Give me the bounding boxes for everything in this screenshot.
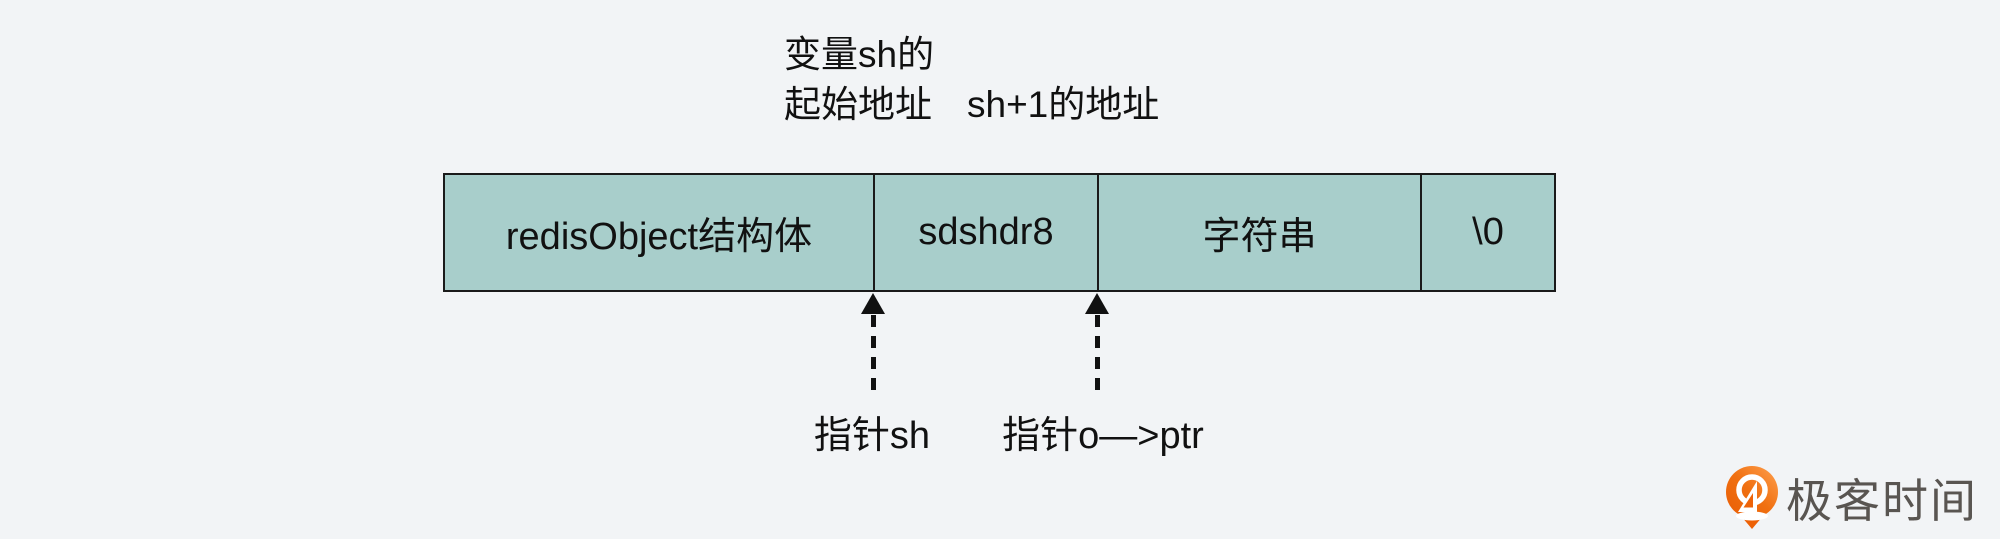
segment-string: 字符串	[1097, 175, 1420, 290]
segment-redisobject: redisObject结构体	[505, 216, 813, 258]
arrow-dashed-shaft	[1094, 315, 1100, 393]
brand-name: 极客时间	[1786, 475, 1978, 527]
arrow-pointer-o-ptr	[1085, 293, 1109, 393]
label-sh-start-address: 变量sh的 起始地址	[784, 30, 934, 130]
label-sh-start-line2: 起始地址	[784, 84, 932, 125]
arrow-head-icon	[1085, 293, 1109, 314]
label-pointer-o-ptr: 指针o—>ptr	[1002, 415, 1204, 457]
label-sh-start-line1: 变量sh的	[784, 34, 935, 75]
segment-null-terminator: \0	[1420, 175, 1554, 290]
geektime-logo-icon	[1726, 466, 1778, 529]
arrow-head-icon	[861, 293, 885, 314]
label-pointer-sh: 指针sh	[813, 415, 931, 457]
arrow-pointer-sh	[861, 293, 885, 393]
memory-bar: redisObject结构体 sdshdr8 字符串 \0	[443, 173, 1556, 292]
label-sh-plus-1-address: sh+1的地址	[967, 84, 1160, 125]
segment-sdshdr8: sdshdr8	[873, 175, 1097, 290]
brand-watermark: 极客时间	[1726, 465, 1978, 531]
arrow-dashed-shaft	[870, 315, 876, 393]
